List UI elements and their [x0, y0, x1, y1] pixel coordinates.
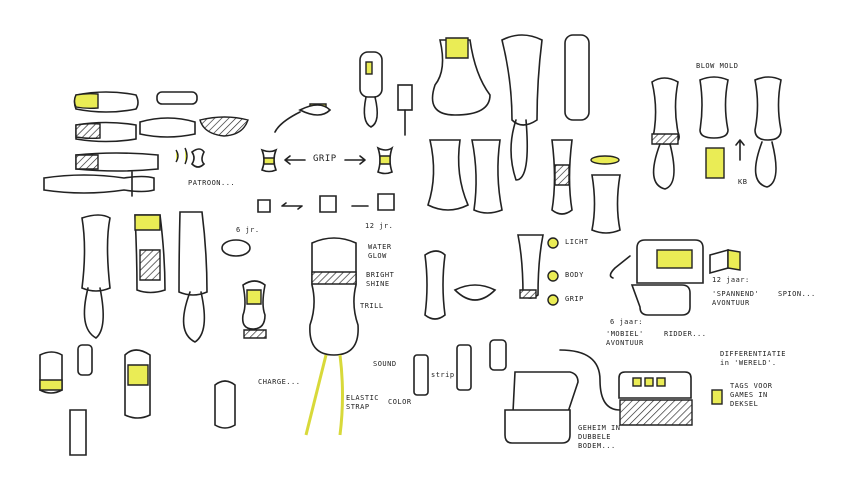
- case-sketches: [504, 239, 741, 444]
- component-legend: [547, 237, 559, 306]
- lamp-sketches-top: [359, 34, 590, 181]
- legend-body: BODY: [565, 271, 584, 279]
- label-spannend-avontuur: 'SPANNEND' AVONTUUR: [712, 290, 760, 307]
- label-sound: SOUND: [373, 360, 397, 368]
- label-kb: KB: [738, 178, 748, 186]
- body-sketches: [427, 139, 621, 234]
- label-age-12: 12 jr.: [365, 222, 394, 230]
- label-6-jaar: 6 jaar:: [610, 318, 644, 326]
- lamp-concepts-left: [81, 211, 267, 343]
- label-tags: TAGS VOOR GAMES IN DEKSEL: [730, 382, 773, 408]
- main-lamp-concept: [304, 237, 359, 436]
- label-differentiatie: DIFFERENTIATIE in 'WERELD'.: [720, 350, 787, 367]
- label-age-6: 6 jr.: [236, 226, 260, 234]
- label-12-jaar: 12 jaar:: [712, 276, 750, 284]
- label-color: COLOR: [388, 398, 412, 406]
- label-grip: GRIP: [313, 154, 337, 164]
- label-mobiel-avontuur: 'MOBIEL' AVONTUUR: [606, 330, 644, 347]
- label-water-glow: WATER GLOW: [368, 243, 392, 260]
- label-spion: SPION...: [778, 290, 816, 298]
- label-bright-shine: BRIGHT SHINE: [366, 271, 395, 288]
- label-charge: CHARGE...: [258, 378, 301, 386]
- legend-grip: GRIP: [565, 295, 584, 303]
- legend-licht: LICHT: [565, 238, 589, 246]
- blow-mold-sketches: [651, 76, 782, 190]
- grip-shape-sketches: [43, 91, 249, 197]
- label-geheim: GEHEIM IN DUBBELE BODEM...: [578, 424, 621, 450]
- label-ridder: RIDDER...: [664, 330, 707, 338]
- label-trill: TRILL: [360, 302, 384, 310]
- label-elastic-strap: ELASTIC STRAP: [346, 394, 380, 411]
- label-blow-mold: BLOW MOLD: [696, 62, 739, 70]
- label-strip: strip: [431, 371, 455, 379]
- grip-comparison: [257, 103, 395, 213]
- misc-sketches: [39, 234, 544, 456]
- label-patroon: PATROON...: [188, 179, 236, 187]
